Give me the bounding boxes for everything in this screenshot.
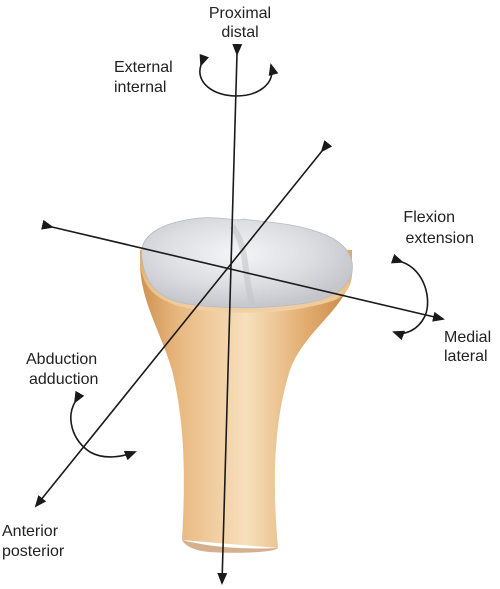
proximal-label: Proximal bbox=[208, 5, 272, 22]
medial-label: Medial bbox=[444, 329, 492, 346]
anterior-label: Anterior bbox=[2, 523, 59, 540]
tibia-distal-end bbox=[182, 540, 278, 553]
flexion-extension-rotation-arrow bbox=[390, 253, 429, 341]
rotation-arrows bbox=[70, 53, 429, 461]
external-internal-rotation-arrow bbox=[199, 53, 279, 97]
adduction-label: adduction bbox=[29, 371, 99, 388]
external-label: External bbox=[114, 59, 173, 76]
posterior-label: posterior bbox=[2, 543, 65, 560]
lateral-label: lateral bbox=[444, 348, 488, 365]
flexion-label: Flexion bbox=[403, 209, 455, 226]
tibia-bone bbox=[140, 217, 353, 553]
abduction-label: Abduction bbox=[26, 351, 98, 368]
extension-label: extension bbox=[405, 230, 475, 247]
distal-label: distal bbox=[221, 24, 259, 41]
abduction-adduction-rotation-arrow bbox=[70, 390, 137, 461]
internal-label: internal bbox=[114, 79, 167, 96]
